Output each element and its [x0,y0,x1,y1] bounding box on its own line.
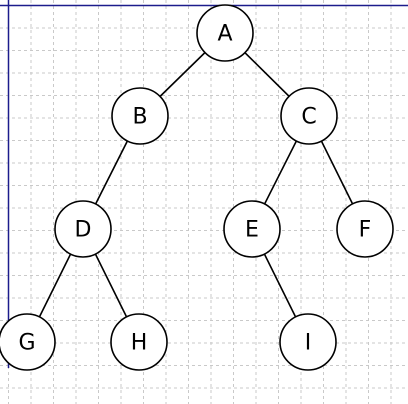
node-h: H [110,313,168,371]
node-d: D [54,200,112,258]
node-b: B [111,87,169,145]
node-label: E [245,218,259,243]
node-circle [279,313,337,371]
node-label: A [217,22,232,47]
node-circle [54,200,112,258]
node-label: C [301,105,316,130]
node-circle [336,200,394,258]
tree-edges [26,32,366,343]
node-label: B [132,105,147,130]
node-label: G [18,331,35,356]
node-f: F [336,200,394,258]
node-label: H [131,331,148,356]
node-label: I [305,331,312,356]
node-a: A [196,4,254,62]
node-label: F [359,218,372,243]
node-circle [0,313,56,371]
node-circle [223,200,281,258]
node-circle [280,87,338,145]
node-circle [196,4,254,62]
tree-nodes: A B C D E F G H I [0,4,394,371]
node-circle [111,87,169,145]
node-c: C [280,87,338,145]
node-circle [110,313,168,371]
node-g: G [0,313,56,371]
node-i: I [279,313,337,371]
node-e: E [223,200,281,258]
node-label: D [75,218,92,243]
